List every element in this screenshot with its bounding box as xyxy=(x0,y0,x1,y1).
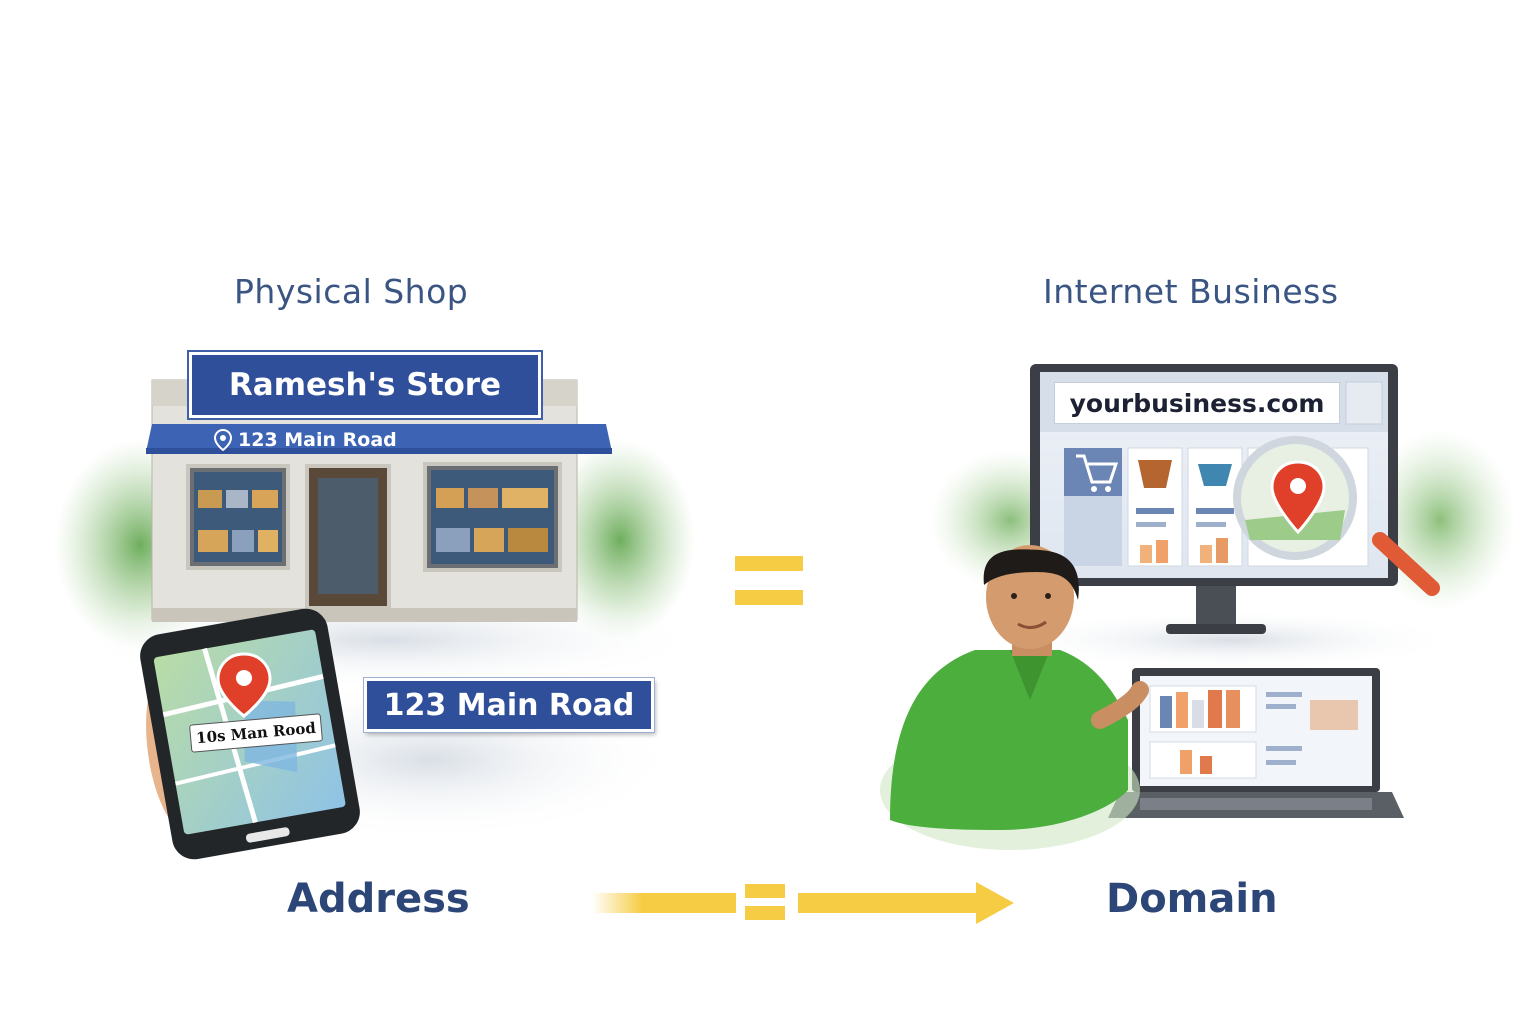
magnifier-icon xyxy=(1233,436,1440,596)
equals-sign-icon xyxy=(735,556,803,605)
arrow-icon xyxy=(592,882,1014,924)
address-label: Address xyxy=(287,876,470,922)
awning-address-text: 123 Main Road xyxy=(238,429,397,451)
internet-business-heading: Internet Business xyxy=(1043,272,1339,311)
physical-shop-heading: Physical Shop xyxy=(234,272,469,311)
basket-icon xyxy=(1138,460,1232,488)
storefront xyxy=(146,379,612,622)
person xyxy=(880,545,1149,850)
url-bar: yourbusiness.com xyxy=(1054,382,1340,424)
domain-label: Domain xyxy=(1106,876,1278,922)
address-badge: 123 Main Road xyxy=(363,677,655,733)
awning-address: 123 Main Road xyxy=(214,427,397,453)
map-pin-icon xyxy=(214,429,232,451)
map-pin-icon xyxy=(216,652,272,718)
laptop xyxy=(1108,668,1404,818)
store-name-sign: Ramesh's Store xyxy=(187,350,543,420)
shopping-cart-icon xyxy=(1076,454,1119,492)
